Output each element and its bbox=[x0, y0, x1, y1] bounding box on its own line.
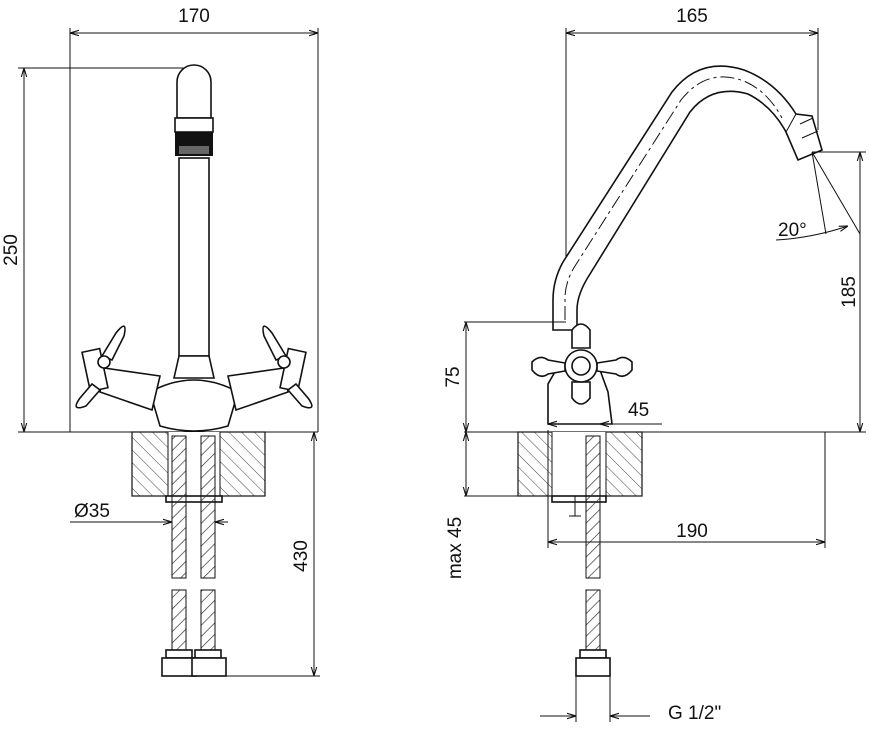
side-connection-label: G 1/2" bbox=[668, 703, 721, 724]
front-width-label: 170 bbox=[178, 6, 210, 27]
side-body-height-label: 75 bbox=[443, 366, 464, 387]
front-hose-dimension: 430 bbox=[226, 432, 320, 677]
front-view: 170 250 bbox=[1, 6, 320, 677]
front-height-label: 250 bbox=[1, 234, 22, 266]
side-spout-height-label: 185 bbox=[839, 276, 860, 308]
front-hose-label: 430 bbox=[291, 540, 312, 572]
side-body-height-dimension: 75 bbox=[443, 321, 566, 432]
side-reach-dimension: 190 bbox=[547, 430, 826, 548]
side-body bbox=[531, 323, 633, 425]
side-base-dimension: 45 bbox=[548, 400, 662, 424]
side-reach-label: 190 bbox=[676, 521, 708, 542]
front-spout bbox=[172, 64, 216, 379]
front-diameter-label: Ø35 bbox=[74, 501, 110, 522]
front-hoses bbox=[161, 435, 227, 677]
side-spout bbox=[552, 65, 823, 331]
side-counter-section bbox=[464, 431, 866, 517]
side-connection-dimension: G 1/2" bbox=[540, 676, 721, 724]
front-body bbox=[75, 325, 313, 432]
side-base-label: 45 bbox=[628, 400, 649, 421]
side-thickness-label: max 45 bbox=[445, 517, 466, 579]
front-diameter-dimension: Ø35 bbox=[70, 501, 228, 522]
front-width-dimension: 170 bbox=[69, 6, 319, 432]
front-counter-section bbox=[131, 431, 266, 503]
side-view: 165 20° 185 bbox=[443, 6, 866, 724]
side-angle-label: 20° bbox=[778, 220, 807, 241]
side-spout-height-dimension: 185 bbox=[839, 152, 860, 432]
side-angle: 20° bbox=[775, 151, 866, 241]
side-width-dimension: 165 bbox=[565, 6, 819, 300]
side-width-label: 165 bbox=[676, 6, 708, 27]
side-thickness-dimension: max 45 bbox=[445, 432, 552, 579]
